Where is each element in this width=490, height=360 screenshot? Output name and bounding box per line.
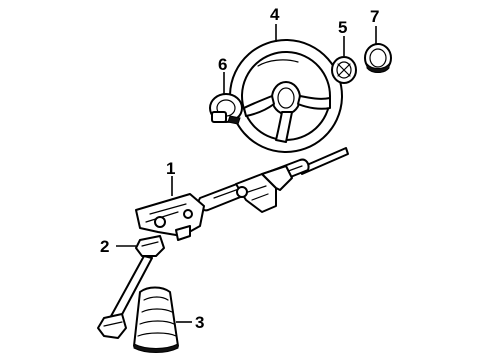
callout-4: 4	[270, 5, 280, 24]
leader-lines	[116, 24, 377, 323]
clock-spring-icon[interactable]	[209, 93, 243, 125]
callout-6: 6	[218, 55, 227, 74]
horn-pad-icon[interactable]	[331, 56, 357, 84]
column-boot-icon[interactable]	[133, 286, 179, 353]
steering-wheel-icon[interactable]	[214, 24, 358, 168]
intermediate-shaft-icon[interactable]	[97, 235, 165, 339]
callout-7: 7	[370, 7, 379, 26]
emblem-cap-icon[interactable]	[364, 43, 392, 73]
steering-column-icon[interactable]	[135, 147, 349, 241]
callout-2: 2	[100, 237, 109, 256]
callout-5: 5	[338, 18, 347, 37]
callout-3: 3	[195, 313, 204, 332]
callout-1: 1	[166, 159, 175, 178]
